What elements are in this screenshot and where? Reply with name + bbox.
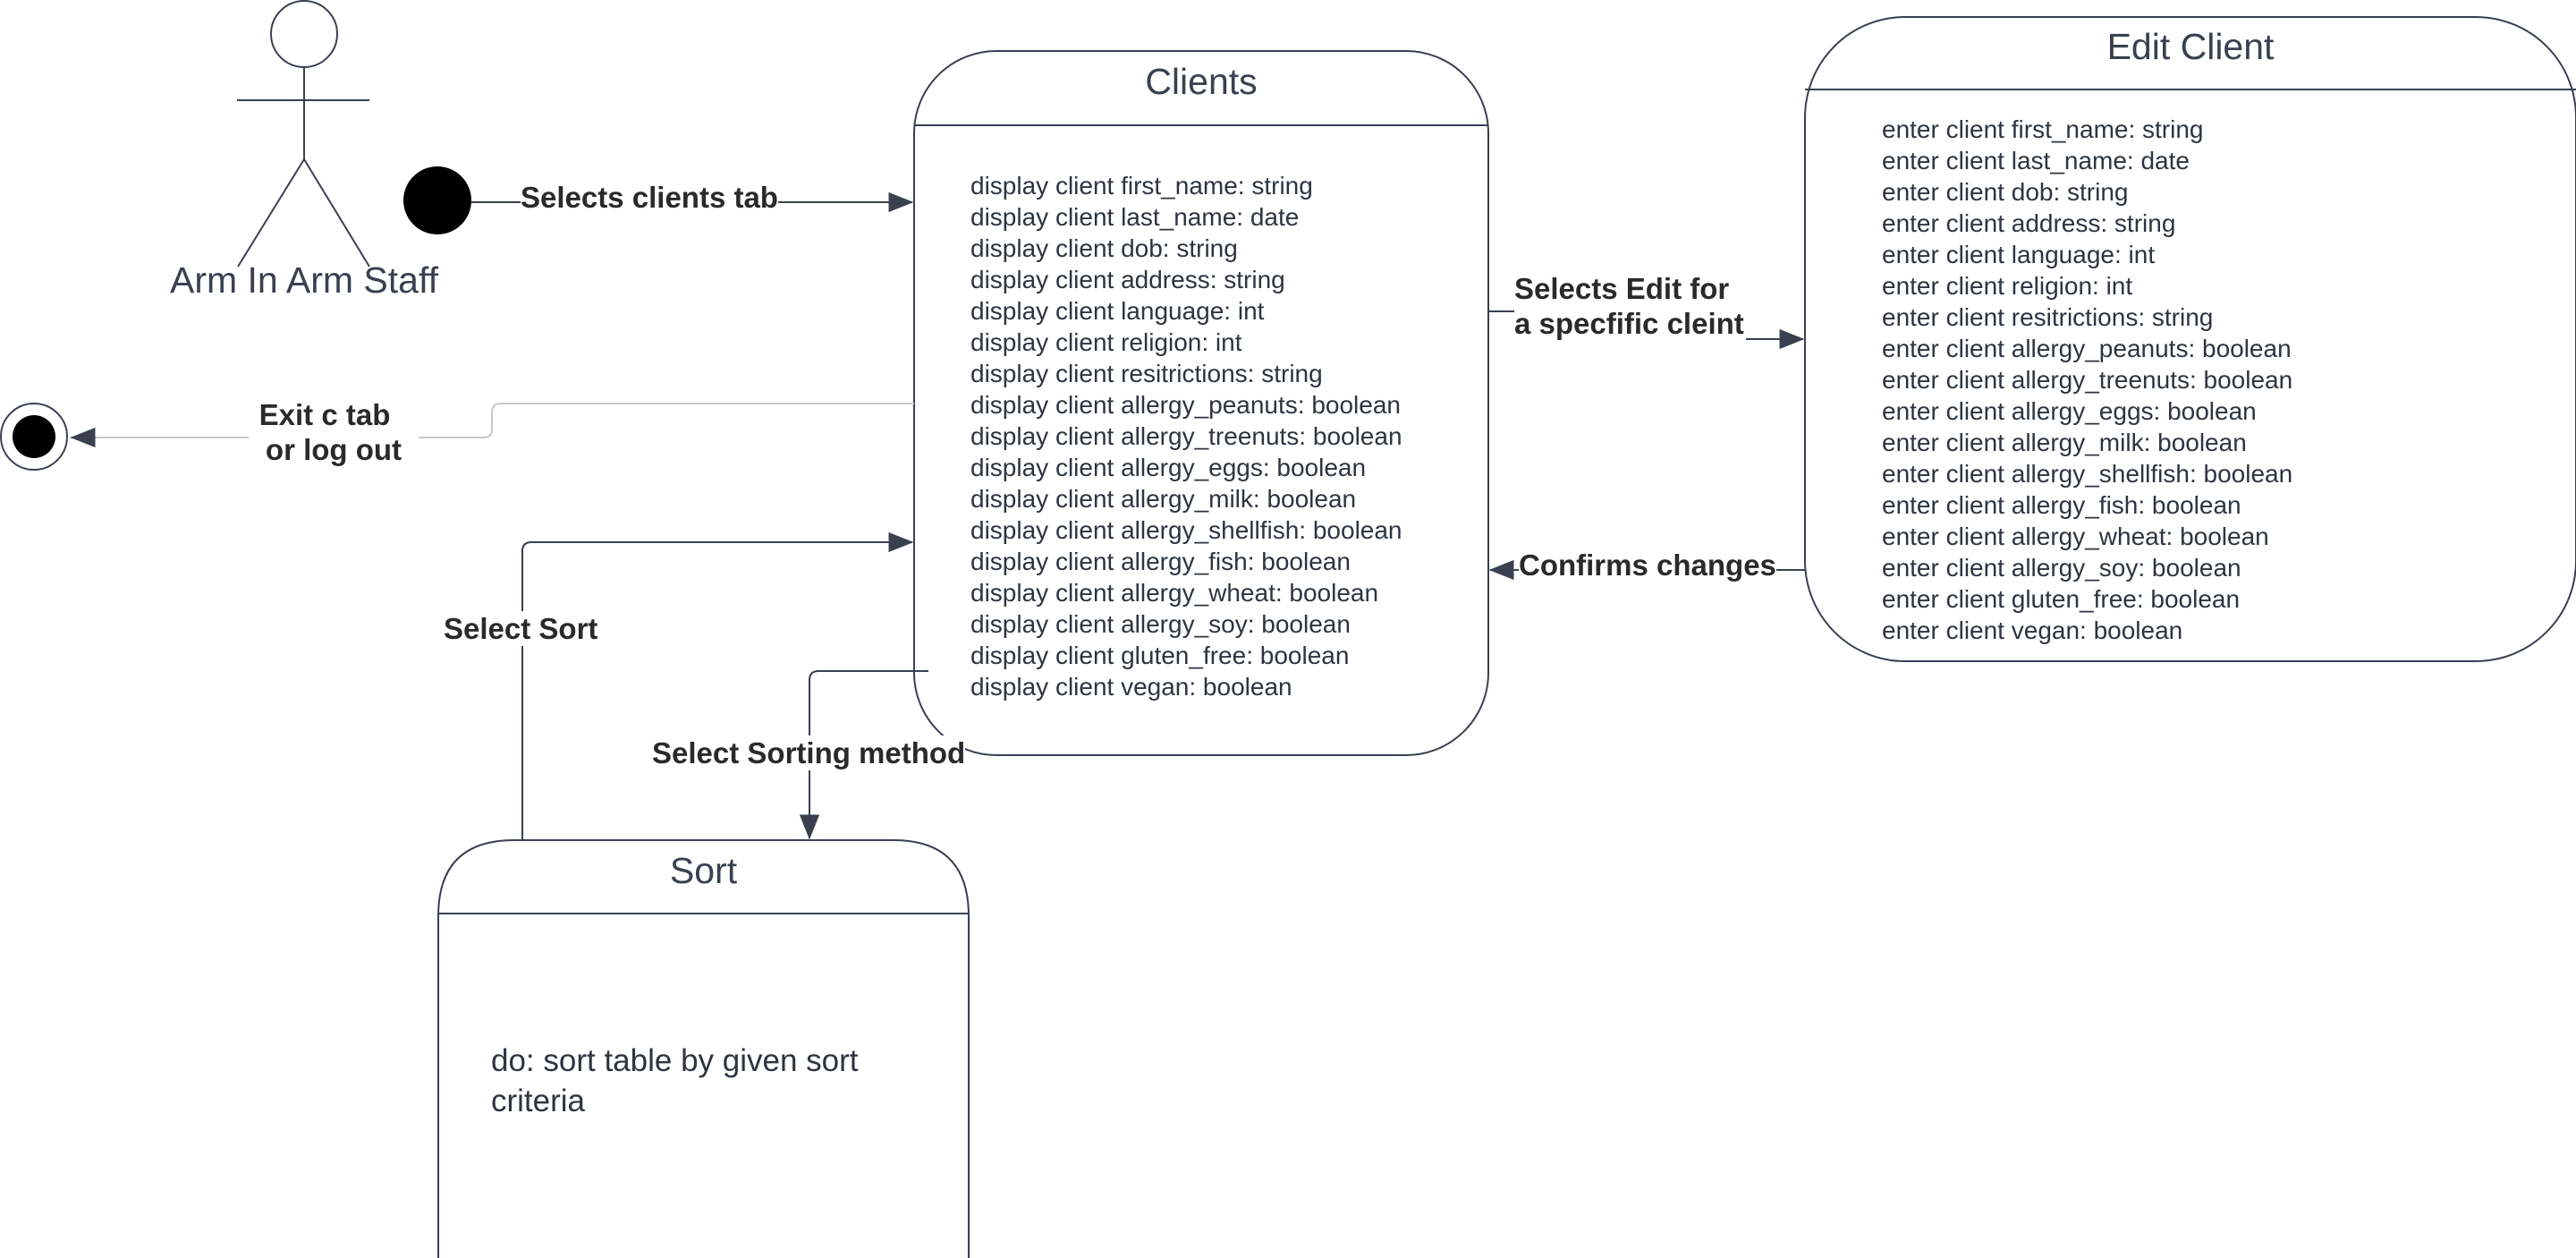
state-title-clients: Clients xyxy=(1145,61,1258,102)
attribute-item: enter client religion: int xyxy=(1882,272,2133,300)
attribute-item: display client allergy_treenuts: boolean xyxy=(970,422,1402,450)
actor-right-leg xyxy=(303,158,370,268)
state-sort xyxy=(437,839,970,1258)
attribute-item: enter client allergy_eggs: boolean xyxy=(1882,397,2257,425)
label-line: Exit c tab xyxy=(258,398,391,431)
label-select-sorting-method: Select Sorting method xyxy=(652,735,966,770)
attribute-item: display client language: int xyxy=(970,297,1265,325)
edit-client-attribute-list: enter client first_name: string enter cl… xyxy=(1882,114,2292,646)
initial-node xyxy=(403,166,471,234)
state-title-sort: Sort xyxy=(669,850,738,891)
attribute-item: display client religion: int xyxy=(970,328,1242,356)
attribute-item: enter client gluten_free: boolean xyxy=(1882,585,2241,613)
attribute-item: enter client allergy_fish: boolean xyxy=(1882,491,2241,519)
attribute-item: display client allergy_soy: boolean xyxy=(970,610,1351,638)
label-confirms-changes: Confirms changes xyxy=(1519,548,1776,582)
edge-select-sort xyxy=(521,531,914,840)
label-select-sort: Select Sort xyxy=(444,611,598,646)
attribute-item: enter client allergy_treenuts: boolean xyxy=(1882,366,2293,394)
actor-figure xyxy=(237,0,370,268)
attribute-item: display client dob: string xyxy=(970,234,1238,262)
label-line: a specfific cleint xyxy=(1514,307,1744,340)
edge-exit-line xyxy=(70,403,914,438)
attribute-item: display client allergy_shellfish: boolea… xyxy=(970,516,1402,544)
attribute-item: display client resitrictions: string xyxy=(970,360,1323,387)
attribute-item: display client allergy_milk: boolean xyxy=(970,485,1357,513)
sort-activity: do: sort table by given sort criteria xyxy=(491,1043,859,1118)
attribute-item: enter client allergy_soy: boolean xyxy=(1882,554,2241,582)
attribute-item: display client allergy_eggs: boolean xyxy=(970,454,1367,481)
actor-name: Arm In Arm Staff xyxy=(170,259,438,301)
label-selects-clients-tab: Selects clients tab xyxy=(521,180,778,215)
attribute-item: display client vegan: boolean xyxy=(970,673,1292,701)
attribute-item: enter client last_name: date xyxy=(1882,147,2190,174)
label-line: Selects Edit for xyxy=(1514,272,1730,305)
actor-head xyxy=(270,0,338,68)
attribute-item: enter client vegan: boolean xyxy=(1882,616,2183,644)
final-node xyxy=(0,403,68,471)
label-exit: Exit c tab or log out xyxy=(249,397,419,467)
attribute-item: display client allergy_peanuts: boolean xyxy=(970,391,1401,419)
attribute-item: display client first_name: string xyxy=(970,172,1313,200)
attribute-item: enter client address: string xyxy=(1882,209,2176,237)
attribute-item: display client allergy_fish: boolean xyxy=(970,548,1351,575)
attribute-item: enter client allergy_milk: boolean xyxy=(1882,429,2247,456)
attribute-item: enter client first_name: string xyxy=(1882,115,2204,143)
attribute-item: enter client language: int xyxy=(1882,241,2156,268)
actor-left-leg xyxy=(237,158,305,268)
attribute-item: enter client allergy_peanuts: boolean xyxy=(1882,335,2292,362)
attribute-item: display client allergy_wheat: boolean xyxy=(970,579,1379,607)
edge-select-sorting-method xyxy=(799,670,928,840)
attribute-item: display client gluten_free: boolean xyxy=(970,642,1350,669)
clients-attribute-list: display client first_name: string displa… xyxy=(970,170,1402,702)
attribute-item: enter client allergy_wheat: boolean xyxy=(1882,523,2269,550)
state-title-edit-client: Edit Client xyxy=(2106,26,2275,67)
label-selects-edit: Selects Edit for a specfific cleint xyxy=(1514,271,1744,341)
state-edit-client xyxy=(1804,16,2576,662)
state-clients xyxy=(913,50,1489,756)
label-line: or log out xyxy=(265,433,402,466)
attribute-item: enter client resitrictions: string xyxy=(1882,303,2214,331)
attribute-item: display client address: string xyxy=(970,266,1285,293)
attribute-item: display client last_name: date xyxy=(970,203,1300,231)
attribute-item: enter client dob: string xyxy=(1882,178,2129,206)
attribute-item: enter client allergy_shellfish: boolean xyxy=(1882,460,2293,488)
